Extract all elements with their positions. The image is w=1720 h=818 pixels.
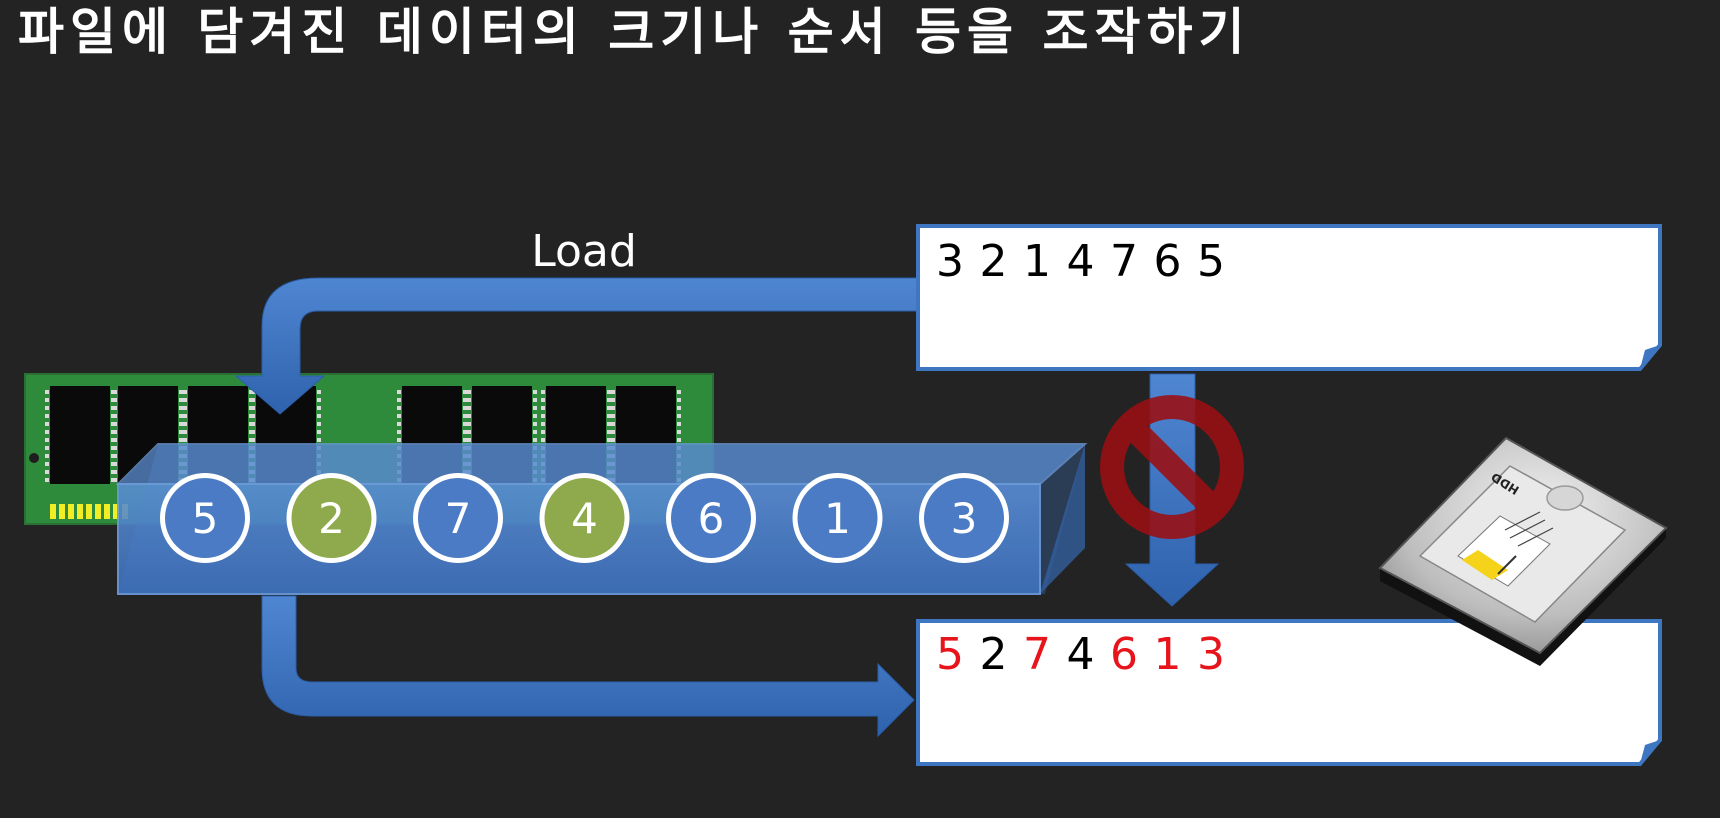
file-digit: 3	[936, 236, 964, 287]
memory-value-4: 4	[540, 473, 630, 563]
value-label: 2	[318, 494, 345, 543]
ram-pin	[50, 504, 56, 519]
file-digit: 2	[980, 236, 1008, 287]
ram-pin	[95, 504, 101, 519]
value-label: 4	[571, 494, 598, 543]
file-digit: 5	[936, 629, 964, 680]
file-digit: 5	[1197, 236, 1225, 287]
memory-value-7: 3	[919, 473, 1009, 563]
file-digit: 7	[1110, 236, 1138, 287]
load-label: Load	[531, 226, 637, 277]
file-digit: 2	[980, 629, 1008, 680]
file-digit: 3	[1197, 629, 1225, 680]
ram-pin	[68, 504, 74, 519]
save-arrow	[262, 596, 914, 736]
value-label: 6	[698, 494, 725, 543]
ram-pin	[104, 504, 110, 519]
memory-buffer: 5 2 7 4 6 1 3	[118, 444, 1085, 594]
file-digit: 4	[1067, 629, 1095, 680]
ram-pins	[50, 504, 128, 519]
file-digit: 6	[1110, 629, 1138, 680]
file-digit: 7	[1023, 629, 1051, 680]
file-digit: 6	[1154, 236, 1182, 287]
file-digit: 1	[1023, 236, 1051, 287]
file-digit: 1	[1154, 629, 1182, 680]
value-label: 1	[824, 494, 851, 543]
memory-value-2: 2	[287, 473, 377, 563]
memory-value-5: 6	[666, 473, 756, 563]
memory-value-6: 1	[793, 473, 883, 563]
value-label: 3	[951, 494, 978, 543]
ram-pin	[59, 504, 65, 519]
file-digit: 4	[1067, 236, 1095, 287]
value-label: 7	[445, 494, 472, 543]
ram-pin	[77, 504, 83, 519]
memory-value-1: 5	[160, 473, 250, 563]
value-label: 5	[192, 494, 219, 543]
ram-chip	[45, 386, 115, 484]
memory-value-3: 7	[413, 473, 503, 563]
ram-pin	[86, 504, 92, 519]
